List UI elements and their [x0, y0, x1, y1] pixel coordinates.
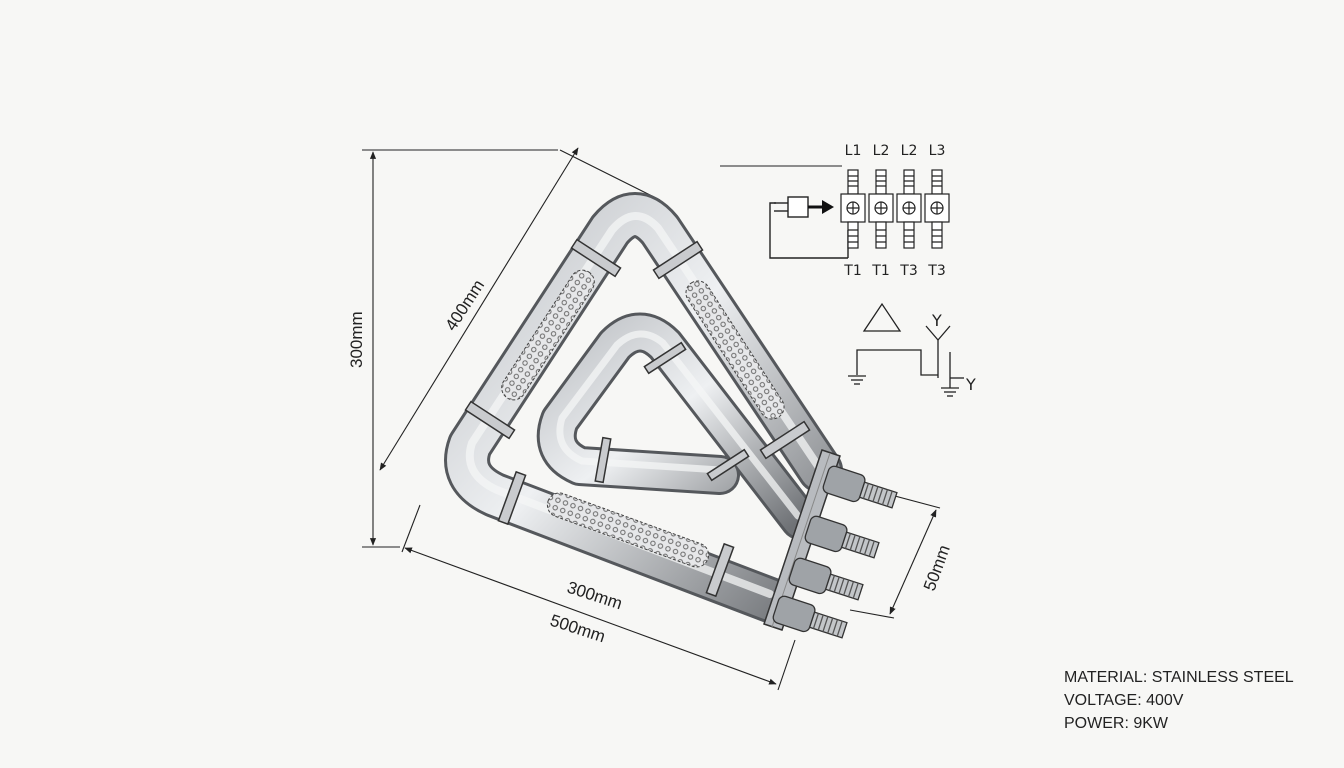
specifications-block: MATERIAL: STAINLESS STEEL VOLTAGE: 400V …	[1064, 666, 1294, 735]
arrow-icon	[808, 200, 834, 214]
material-spec: MATERIAL: STAINLESS STEEL	[1064, 669, 1294, 686]
terminal-unit	[896, 169, 922, 249]
ground-icon	[941, 387, 959, 397]
terminal-studs	[772, 465, 898, 639]
terminal-label-top: L3	[929, 143, 946, 159]
heating-coils	[501, 269, 785, 568]
terminal-unit	[924, 169, 950, 249]
terminal-label-bottom: T1	[871, 263, 889, 279]
terminal-label-top: L2	[873, 143, 890, 159]
terminal-label-bottom: T3	[899, 263, 917, 279]
dimension-lines	[362, 147, 941, 691]
terminal-unit	[840, 169, 866, 249]
power-spec: POWER: 9KW	[1064, 715, 1169, 732]
terminal-label-top: L2	[901, 143, 918, 159]
plug-icon	[769, 196, 849, 259]
inner-pipe-loop	[536, 312, 820, 540]
terminal-block-schematic: L1 L2 L2 L3 T1 T1 T3 T3	[769, 143, 950, 279]
terminal-unit	[868, 169, 894, 249]
ground-icon	[848, 375, 866, 385]
star-label: Y	[965, 375, 976, 394]
connection-symbols	[848, 302, 964, 397]
bottom-outer-dimension-label: 500mm	[548, 611, 608, 647]
pipe-collars	[464, 238, 811, 598]
height-dimension-label: 300mm	[347, 311, 366, 368]
flange-dimension-label: 50mm	[920, 542, 954, 593]
bottom-inner-dimension-label: 300mm	[565, 578, 625, 614]
delta-symbol-icon	[862, 302, 902, 332]
terminal-label-top: L1	[845, 143, 862, 159]
terminal-label-bottom: T3	[927, 263, 945, 279]
terminal-label-bottom: T1	[843, 263, 861, 279]
star-label: Y	[931, 311, 942, 330]
voltage-spec: VOLTAGE: 400V	[1064, 692, 1184, 709]
star-symbol-icon	[925, 325, 951, 388]
